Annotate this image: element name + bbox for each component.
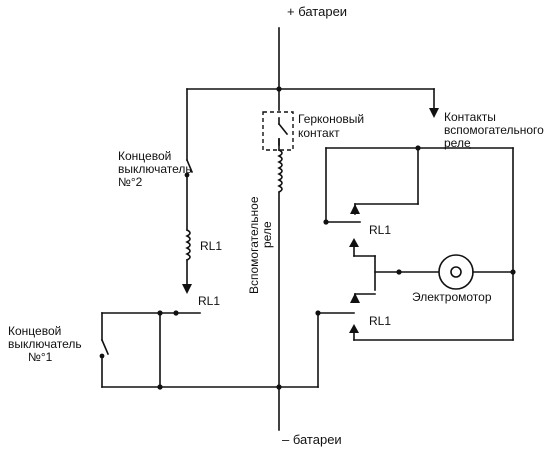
reed-contact (262, 111, 294, 151)
label-aux-contacts-1: Контакты (444, 110, 496, 124)
left-branch (182, 88, 192, 294)
limit-switch-2 (184, 158, 194, 178)
label-reed-1: Герконовый (298, 112, 364, 126)
rl1-contact-upper (325, 221, 376, 291)
label-limit1-1: Концевой (8, 324, 61, 338)
label-plus-battery: + батареи (287, 4, 347, 19)
label-aux-contacts-2: вспомогательного (444, 123, 544, 137)
label-minus-battery: – батареи (282, 432, 342, 447)
label-rl1-contact-lower: RL1 (369, 314, 391, 328)
aux-relay-coil (277, 148, 283, 194)
limit-switch-1-loop (99, 312, 282, 390)
arrow-rl1-left (182, 284, 192, 294)
label-aux-relay-1: Вспомогательное (247, 196, 261, 294)
rl1-contact-lower (278, 293, 514, 388)
label-aux-relay: Вспомогательное реле (247, 196, 274, 294)
top-bus (186, 86, 439, 118)
label-aux-relay-2: реле (260, 221, 274, 248)
label-motor: Электромотор (412, 290, 492, 304)
label-limit2-3: №°2 (118, 175, 143, 189)
label-rl1-contact-left: RL1 (198, 294, 220, 308)
aux-contacts-wiring (323, 145, 471, 225)
label-limit1-2: выключатель (8, 337, 82, 351)
label-limit2-1: Концевой (118, 149, 171, 163)
label-rl1-contact-upper: RL1 (369, 223, 391, 237)
label-limit1-3: №°1 (28, 350, 53, 364)
label-limit2-2: выключатель (118, 162, 192, 176)
arrow-aux-contacts (429, 108, 439, 118)
label-rl1-coil: RL1 (200, 239, 222, 253)
motor-symbol (438, 254, 474, 290)
label-aux-contacts-3: реле (444, 136, 471, 150)
motor-branch (374, 147, 516, 341)
rl1-contact-left (101, 310, 201, 316)
junction-top (276, 86, 282, 92)
label-reed-2: контакт (298, 126, 340, 140)
